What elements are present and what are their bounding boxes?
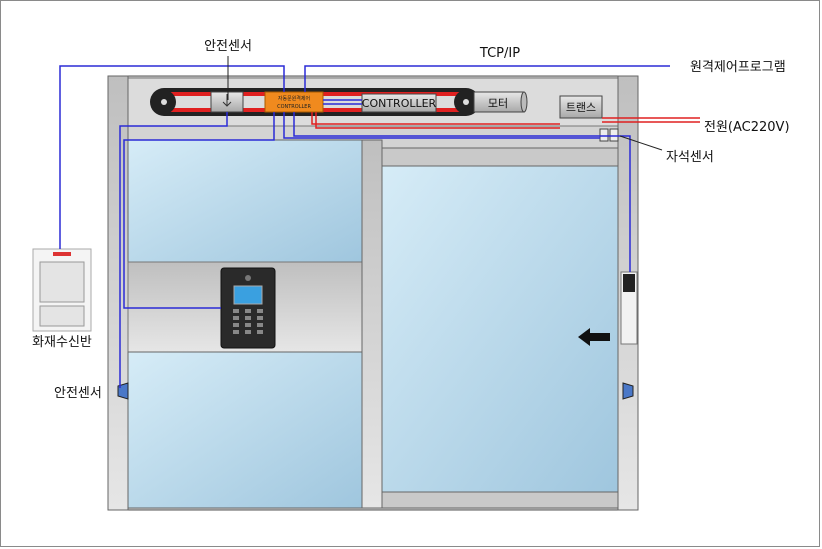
remote-program-label: 원격제어프로그램 — [690, 60, 786, 75]
left-post — [107, 75, 129, 511]
safety-sensor-top-label: 안전센서 — [204, 39, 252, 54]
sliding-door-bottom-rail — [381, 491, 619, 509]
leader-lines — [227, 56, 663, 151]
transformer-label: 트랜스 — [566, 101, 596, 114]
keypad-camera-icon — [245, 275, 251, 281]
power-label: 전원(AC220V) — [704, 120, 790, 135]
sliding-door-top-rail — [381, 147, 619, 167]
magnetic-sensor-a — [599, 128, 609, 142]
tcp-ip-label: TCP/IP — [479, 46, 520, 61]
fire-panel-indicator — [53, 252, 71, 256]
safety-sensor-left-label: 안전센서 — [54, 386, 102, 401]
safety-sensor-right-icon — [622, 382, 634, 400]
transformer-box — [559, 95, 603, 119]
center-mullion — [361, 139, 383, 509]
fixed-glass-bottom — [127, 351, 363, 509]
fixed-glass-top — [127, 139, 363, 263]
controller-box — [361, 93, 437, 113]
sliding-door-glass — [381, 165, 619, 493]
down-arrow-icon — [222, 94, 232, 107]
auto-controller-label: 자동문원격제어 — [278, 95, 310, 102]
fire-panel-label: 화재수신반 — [32, 335, 92, 350]
controller-label: CONTROLLER — [362, 97, 437, 110]
auto-controller-sublabel: CONTROLLER — [277, 104, 311, 110]
power-wires — [311, 112, 700, 129]
keypad-buttons — [233, 309, 263, 334]
switch-display — [623, 274, 635, 292]
left-arrow-icon — [578, 328, 610, 346]
magnetic-sensor-b — [609, 128, 619, 142]
signal-wires — [59, 65, 670, 388]
keypad-screen — [233, 285, 263, 305]
motor-label: 모터 — [488, 97, 508, 110]
magnetic-sensor-label: 자석센서 — [666, 150, 714, 165]
